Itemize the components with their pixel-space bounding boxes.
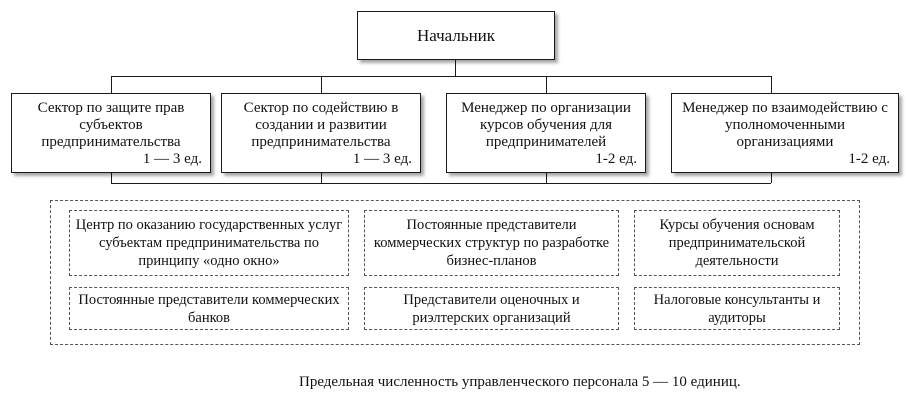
sector-count: 1-2 ед. xyxy=(595,151,637,167)
connector-sector-1 xyxy=(111,76,112,93)
unit-training-courses: Курсы обучения основам предпринимательск… xyxy=(634,210,840,276)
unit-label: Центр по оказанию государственных услуг … xyxy=(75,217,343,269)
sector-label: Менеджер по организации курсов обучения … xyxy=(461,100,631,150)
connector-head-down xyxy=(455,60,456,76)
sector-count: 1-2 ед. xyxy=(848,151,890,167)
connector-horizontal-bar xyxy=(111,76,771,77)
sector-label: Сектор по защите прав субъектов предприн… xyxy=(37,100,185,150)
footer-note: Предельная численность управленческого п… xyxy=(299,374,741,390)
sector-box-protection: Сектор по защите прав субъектов предприн… xyxy=(11,93,211,173)
connector-bottom-1 xyxy=(111,173,112,183)
connector-bottom-4 xyxy=(771,173,772,183)
unit-bank-representatives: Постоянные представители коммерческих ба… xyxy=(69,287,349,330)
connector-bottom-2 xyxy=(321,173,322,183)
head-label: Начальник xyxy=(416,25,496,45)
sector-label: Сектор по содействию в создании и развит… xyxy=(243,100,399,150)
sector-box-development: Сектор по содействию в создании и развит… xyxy=(221,93,421,173)
connector-sector-3 xyxy=(546,76,547,93)
sector-count: 1 — 3 ед. xyxy=(352,151,412,167)
unit-label: Налоговые консультанты и аудиторы xyxy=(653,291,821,326)
unit-label: Курсы обучения основам предпринимательск… xyxy=(659,217,815,269)
unit-label: Постоянные представители коммерческих ба… xyxy=(78,291,340,326)
unit-one-window-center: Центр по оказанию государственных услуг … xyxy=(69,210,349,276)
connector-sector-2 xyxy=(321,76,322,93)
unit-appraisal-realtors: Представители оценочных и риэлтерских ор… xyxy=(364,287,619,330)
sector-box-interaction-manager: Менеджер по взаимодействию с уполномочен… xyxy=(671,93,899,173)
unit-tax-consultants: Налоговые консультанты и аудиторы xyxy=(634,287,840,330)
connector-bottom-bar xyxy=(111,183,771,184)
unit-label: Представители оценочных и риэлтерских ор… xyxy=(403,291,580,326)
sector-count: 1 — 3 ед. xyxy=(142,151,202,167)
unit-label: Постоянные представители коммерческих ст… xyxy=(373,217,610,269)
sector-label: Менеджер по взаимодействию с уполномочен… xyxy=(682,100,888,150)
unit-business-plans: Постоянные представители коммерческих ст… xyxy=(364,210,619,276)
connector-bottom-3 xyxy=(546,173,547,183)
sector-box-courses-manager: Менеджер по организации курсов обучения … xyxy=(446,93,646,173)
connector-sector-4 xyxy=(771,76,772,93)
head-box: Начальник xyxy=(357,11,555,60)
